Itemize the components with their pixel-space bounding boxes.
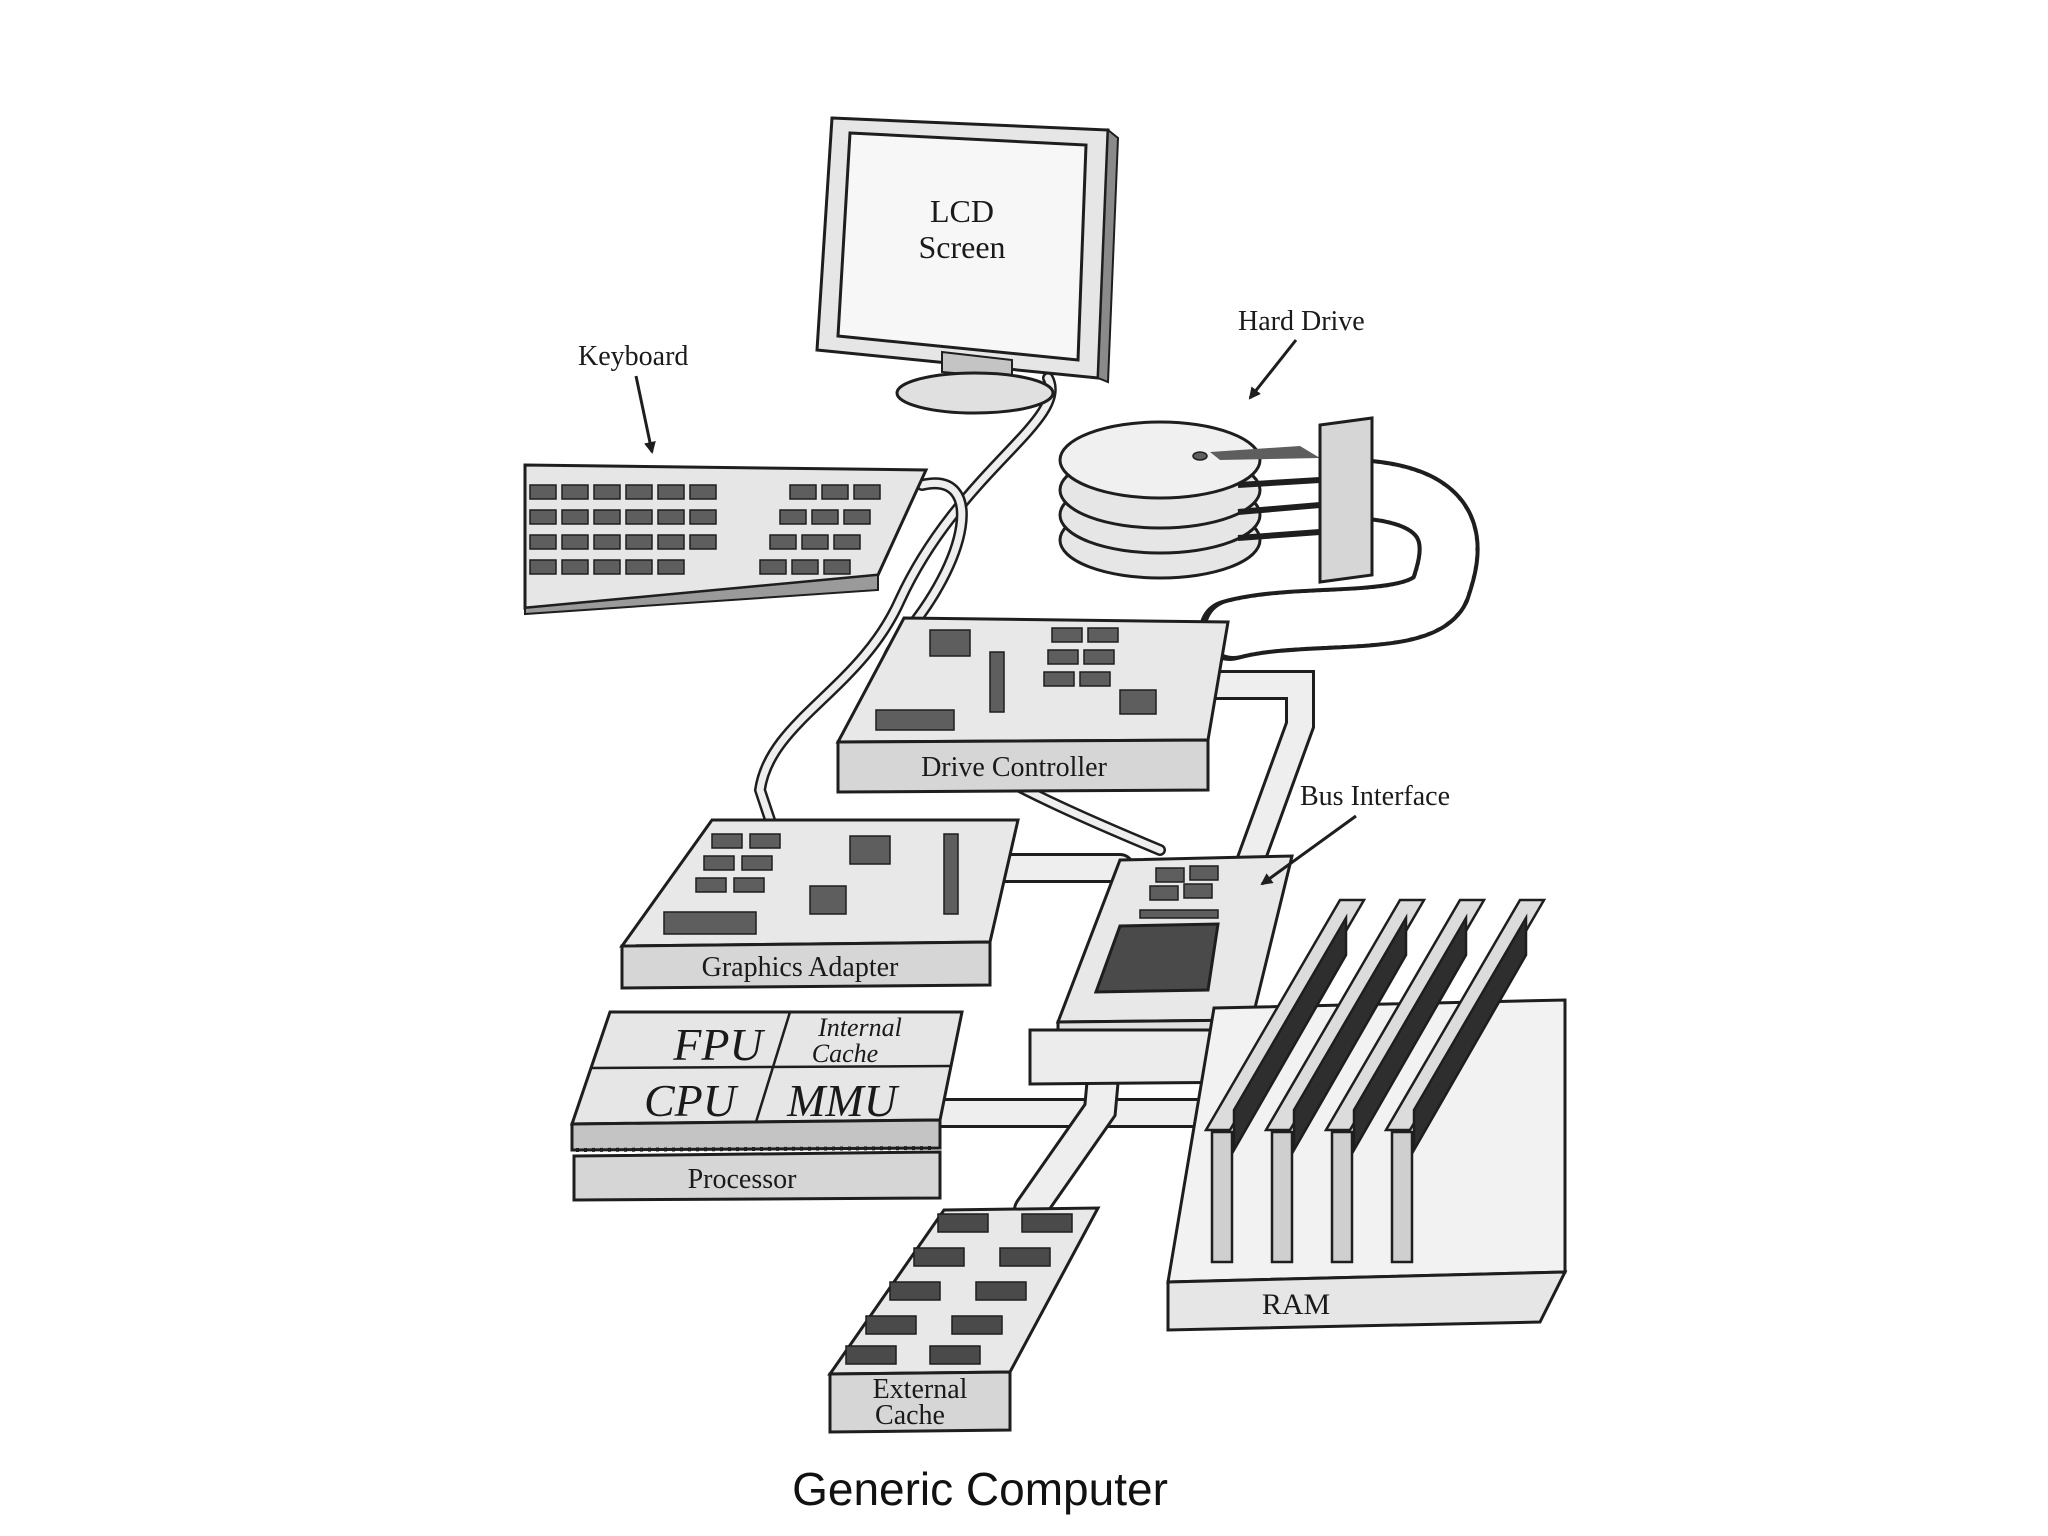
keyboard: Keyboard	[523, 341, 929, 616]
bus-interface-label: Bus Interface	[1300, 781, 1450, 812]
keyboard-arrow	[634, 375, 656, 454]
bus-interface-chip	[1093, 922, 1220, 994]
internal-cache-label-line1: Internal	[817, 1013, 902, 1042]
graphics-adapter: Graphics Adapter	[619, 818, 1020, 990]
bus-interface: Bus Interface	[1028, 781, 1450, 1086]
bus-interface-arrow	[1260, 814, 1357, 886]
mmu-label: MMU	[786, 1075, 900, 1126]
hard-drive-arrow	[1248, 339, 1298, 400]
ram: RAM	[1166, 898, 1568, 1332]
ram-label: RAM	[1262, 1288, 1330, 1321]
external-cache-label-line2: Cache	[875, 1400, 945, 1431]
graphics-adapter-label: Graphics Adapter	[702, 952, 899, 983]
hard-drive-label: Hard Drive	[1238, 306, 1365, 337]
lcd-screen: LCD Screen	[815, 116, 1120, 415]
processor: FPU Internal Cache CPU MMU Processor	[569, 1010, 964, 1202]
diagram-caption: Generic Computer	[792, 1463, 1168, 1515]
processor-label: Processor	[688, 1164, 798, 1195]
cache-chips	[845, 1213, 1073, 1365]
external-cache-label-line1: External	[873, 1374, 968, 1405]
cables	[753, 372, 1480, 1227]
drive-controller: Drive Controller	[835, 616, 1230, 794]
fpu-label: FPU	[672, 1019, 765, 1070]
hard-drive: Hard Drive	[1058, 306, 1374, 584]
lcd-label-line1: LCD	[930, 193, 994, 229]
cpu-label: CPU	[644, 1075, 739, 1126]
lcd-label-line2: Screen	[918, 229, 1005, 265]
external-cache: External Cache	[827, 1206, 1101, 1434]
drive-connector	[1318, 416, 1374, 584]
keyboard-label: Keyboard	[578, 341, 688, 372]
keyboard-keys	[529, 484, 881, 575]
ram-modules	[1203, 898, 1547, 1264]
drive-controller-label: Drive Controller	[921, 752, 1108, 783]
internal-cache-label-line2: Cache	[812, 1039, 878, 1068]
